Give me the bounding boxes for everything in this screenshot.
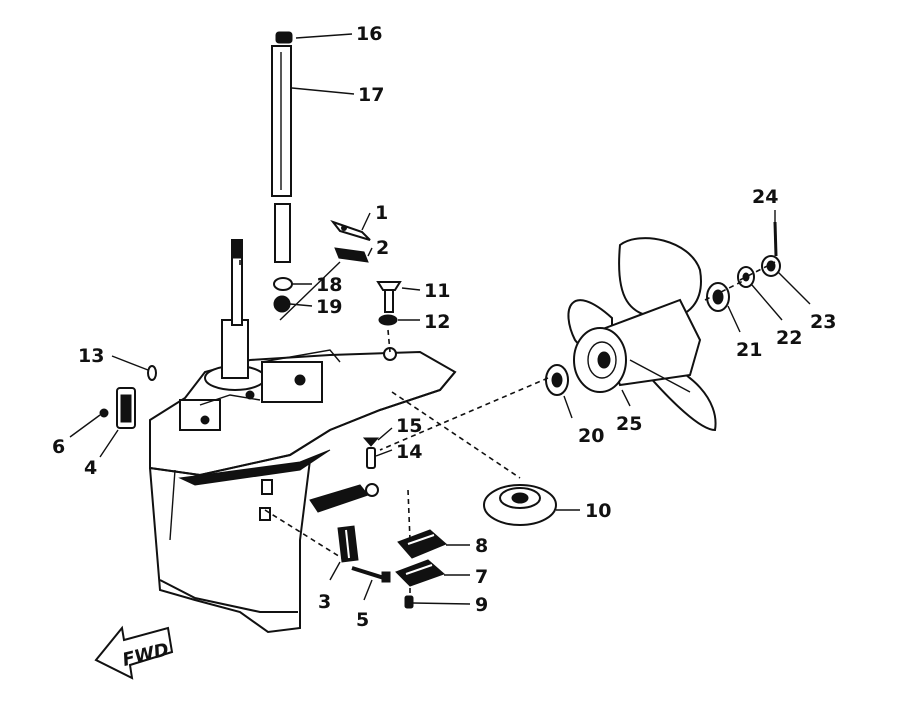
callout-4: 4 [84,457,97,479]
bolt-part-9 [404,595,414,609]
callout-7: 7 [475,566,488,588]
callout-8: 8 [475,535,488,557]
plate-part-2 [334,247,369,263]
callout-25: 25 [616,413,642,435]
alignment-lines [239,240,776,596]
fwd-direction-arrow: FWD [94,625,174,680]
callout-15: 15 [396,415,422,437]
callout-2: 2 [376,237,389,259]
callout-18: 18 [316,274,342,296]
spacer-part-21 [706,282,730,312]
callout-20: 20 [578,425,604,447]
callout-19: 19 [316,296,342,318]
cover-part-10 [483,484,557,526]
callout-24: 24 [752,186,778,208]
callout-16: 16 [356,23,382,45]
bearing-part-19 [273,295,291,313]
callout-5: 5 [356,609,369,631]
lower-casing [149,239,457,634]
callout-23: 23 [810,311,836,333]
callout-10: 10 [585,500,611,522]
callout-13: 13 [78,345,104,367]
nut-part-23 [761,255,781,277]
callout-1: 1 [375,202,388,224]
callout-11: 11 [424,280,450,302]
callout-22: 22 [776,327,802,349]
bolt-part-14 [366,447,376,469]
screw-part-6 [99,408,109,418]
callout-21: 21 [736,339,762,361]
callout-9: 9 [475,594,488,616]
thrust-washer-part-20 [545,364,569,396]
drive-shaft-part-17 [271,45,292,263]
plate-part-1 [330,219,371,241]
callout-6: 6 [52,436,65,458]
plate-part-8 [397,529,447,559]
washer-part-22 [737,266,755,288]
propeller-part-25 [567,237,717,432]
callout-labels: 16 17 1 2 18 19 11 12 13 6 4 15 14 3 5 8… [52,23,836,631]
washer-part-18 [273,277,293,291]
bolt-part-11 [376,281,402,313]
bolt-part-5 [351,566,391,583]
plug-part-13 [147,365,157,381]
plate-part-7 [395,559,445,587]
callout-12: 12 [424,311,450,333]
anode-part-3 [337,525,359,563]
washer-part-12 [378,314,398,326]
shaft-cap-part-16 [275,31,293,44]
callout-14: 14 [396,441,422,463]
cotter-pin-part-24 [773,221,778,257]
screw-part-15 [362,437,380,447]
anode-part-4 [116,387,136,429]
callout-17: 17 [358,84,384,106]
callout-3: 3 [318,591,331,613]
leader-lines [69,33,811,605]
